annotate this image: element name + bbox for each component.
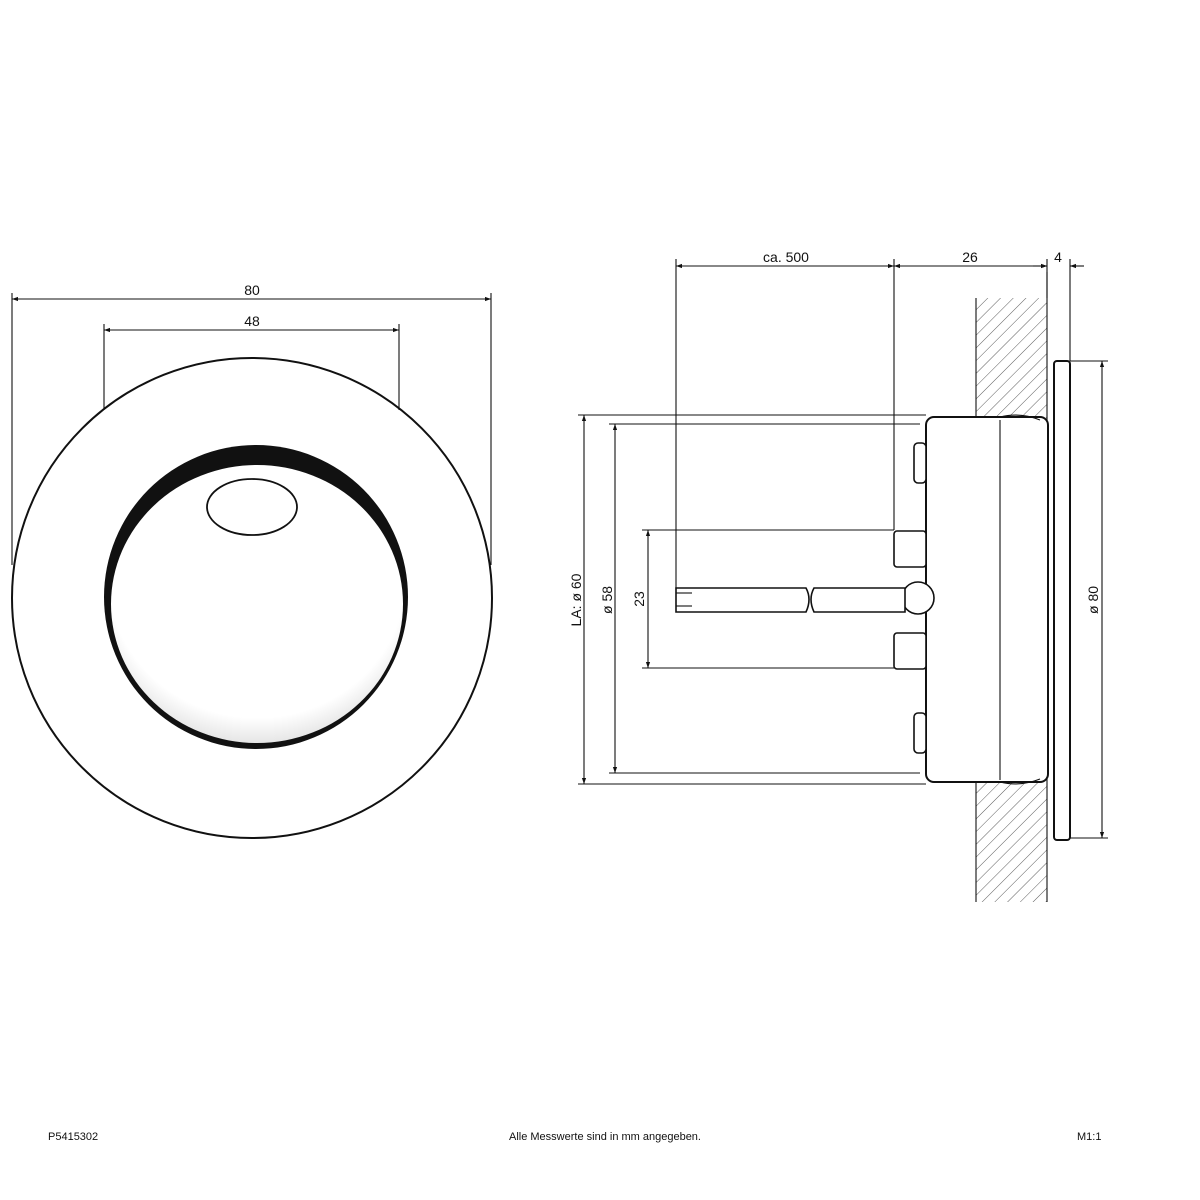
cable-right-segment	[810, 587, 906, 613]
outer-cover-circle	[11, 357, 493, 839]
dim-80-label: 80	[244, 282, 260, 298]
dim-cover-label: ø 80	[1085, 586, 1101, 614]
article-number: P5415302	[48, 1131, 99, 1143]
screw-top	[913, 442, 927, 484]
lens-dome	[111, 465, 403, 743]
wall-lower-hatch	[976, 780, 1047, 902]
led-window	[206, 478, 298, 536]
dim-depth-label: 26	[962, 249, 978, 265]
front-view: 80 48	[11, 282, 493, 839]
screw-bottom	[913, 712, 927, 754]
cable-gland	[901, 581, 935, 615]
dim-48-label: 48	[244, 313, 260, 329]
cover-plate	[1053, 360, 1071, 841]
dim-plate-label: 4	[1054, 249, 1062, 265]
housing-body	[925, 416, 1049, 783]
terminal-lower	[893, 632, 927, 670]
cable-left-segment	[675, 587, 810, 613]
measurement-note: Alle Messwerte sind in mm angegeben.	[509, 1131, 701, 1143]
dim-cable-label: ca. 500	[763, 249, 809, 265]
spring-clip-bottom	[999, 778, 1041, 785]
dim-terminal-label: 23	[631, 591, 647, 607]
dim-cutout-label: LA: ø 60	[568, 573, 584, 626]
wall-upper-hatch	[976, 298, 1047, 418]
side-view: ca. 500 26 4 LA: ø 60 ø 58 23 ø 80	[568, 249, 1108, 902]
terminal-upper	[893, 530, 927, 568]
scale-label: M1:1	[1077, 1131, 1102, 1143]
spring-clip-top	[999, 414, 1041, 421]
dim-body-label: ø 58	[599, 586, 615, 614]
